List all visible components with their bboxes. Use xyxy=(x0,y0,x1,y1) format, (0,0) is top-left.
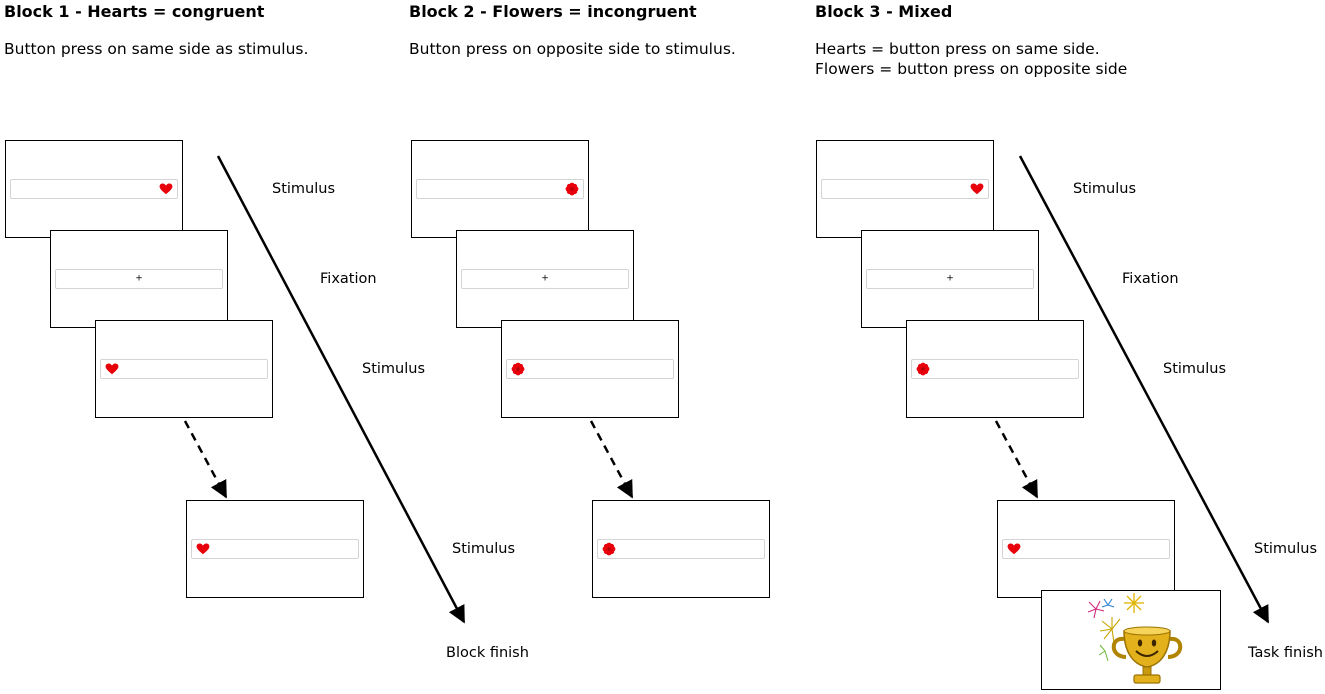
heart-icon xyxy=(105,362,119,376)
fixation-bar: + xyxy=(461,269,629,289)
flower-icon xyxy=(511,362,525,376)
block-2-title: Block 2 - Flowers = incongruent xyxy=(409,2,697,21)
block-3-title: Block 3 - Mixed xyxy=(815,2,953,21)
stimulus-bar xyxy=(10,179,178,199)
block-1-screen-1 xyxy=(5,140,183,238)
block-2-description: Button press on opposite side to stimulu… xyxy=(409,39,736,59)
block-1-label-stimulus-3: Stimulus xyxy=(452,541,516,557)
block-1-timeline-arrow xyxy=(216,155,466,624)
block-3-label-fixation: Fixation xyxy=(1122,271,1179,287)
stimulus-bar xyxy=(100,359,268,379)
stimulus-bar xyxy=(506,359,674,379)
block-1-screen-2: + xyxy=(50,230,228,328)
flower-icon xyxy=(565,182,579,196)
heart-icon xyxy=(970,182,984,196)
block-2-screen-2: + xyxy=(456,230,634,328)
block-2-dashed-arrow xyxy=(589,420,634,499)
block-3-dashed-arrow xyxy=(994,420,1039,499)
fireworks-icon xyxy=(1087,593,1144,662)
block-1-title: Block 1 - Hearts = congruent xyxy=(4,2,265,21)
block-1-description-line: Button press on same side as stimulus. xyxy=(4,40,309,58)
block-1-description: Button press on same side as stimulus. xyxy=(4,39,308,59)
stimulus-bar xyxy=(821,179,989,199)
block-3-description: Hearts = button press on same side. Flow… xyxy=(815,39,1127,79)
fixation-bar: + xyxy=(55,269,223,289)
stimulus-bar xyxy=(911,359,1079,379)
block-3-trophy-screen xyxy=(1041,590,1221,690)
block-3-screen-4 xyxy=(997,500,1175,598)
block-3-screen-1 xyxy=(816,140,994,238)
block-3-end-label: Task finish xyxy=(1248,645,1323,661)
block-1-dashed-arrow xyxy=(183,420,228,499)
heart-icon xyxy=(196,542,210,556)
stimulus-bar xyxy=(191,539,359,559)
block-3-label-stimulus-3: Stimulus xyxy=(1254,541,1318,557)
block-2-screen-1 xyxy=(411,140,589,238)
block-3-label-stimulus-1: Stimulus xyxy=(1073,181,1137,197)
fixation-cross: + xyxy=(135,273,143,284)
fixation-cross: + xyxy=(541,273,549,284)
fixation-cross: + xyxy=(946,273,954,284)
block-3-screen-3 xyxy=(906,320,1084,418)
block-1-label-stimulus-2: Stimulus xyxy=(362,361,426,377)
block-3-description-line-1: Hearts = button press on same side. xyxy=(815,40,1100,58)
block-2-description-line: Button press on opposite side to stimulu… xyxy=(409,40,736,58)
block-1-screen-4 xyxy=(186,500,364,598)
block-1-screen-3 xyxy=(95,320,273,418)
block-1-label-stimulus-1: Stimulus xyxy=(272,181,336,197)
flower-icon xyxy=(602,542,616,556)
block-3-timeline-arrow xyxy=(1018,155,1270,624)
heart-icon xyxy=(159,182,173,196)
block-1-end-label: Block finish xyxy=(446,645,529,661)
heart-icon xyxy=(1007,542,1021,556)
trophy-icon xyxy=(1087,593,1183,684)
stimulus-bar xyxy=(1002,539,1170,559)
stimulus-bar xyxy=(597,539,765,559)
block-2-screen-4 xyxy=(592,500,770,598)
stimulus-bar xyxy=(416,179,584,199)
flower-icon xyxy=(916,362,930,376)
block-3-screen-2: + xyxy=(861,230,1039,328)
block-3-label-stimulus-2: Stimulus xyxy=(1163,361,1227,377)
block-3-description-line-2: Flowers = button press on opposite side xyxy=(815,60,1128,78)
fixation-bar: + xyxy=(866,269,1034,289)
block-1-label-fixation: Fixation xyxy=(320,271,377,287)
block-2-screen-3 xyxy=(501,320,679,418)
